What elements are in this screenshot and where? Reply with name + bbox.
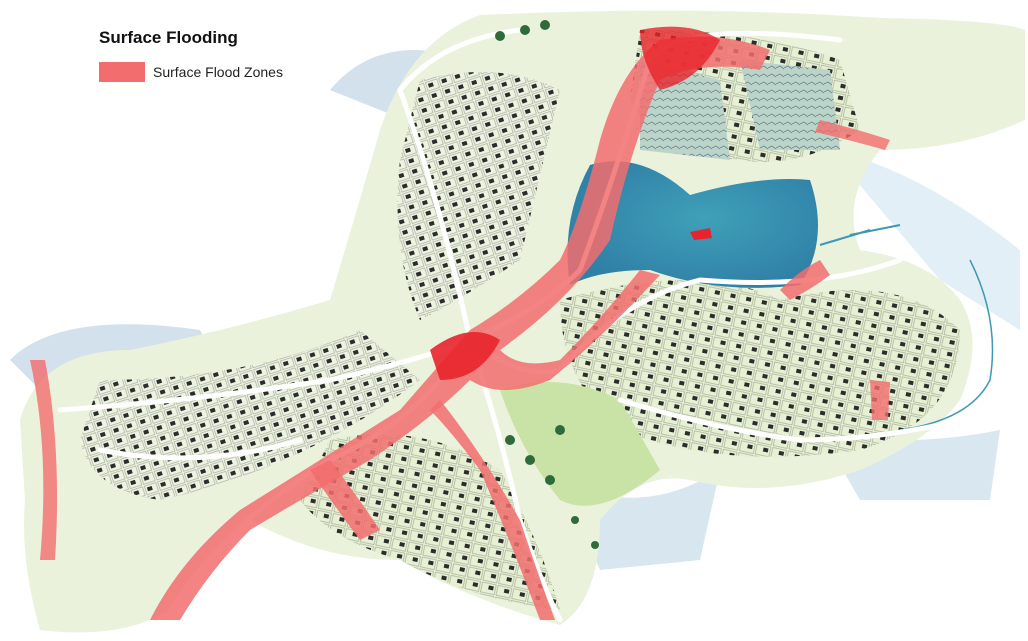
map-legend: Surface Flooding Surface Flood Zones (99, 28, 283, 82)
surface-flood-zones (30, 26, 890, 620)
trees (495, 20, 599, 549)
legend-item-label: Surface Flood Zones (153, 64, 283, 80)
legend-title: Surface Flooding (99, 28, 238, 47)
reservoir (567, 161, 994, 431)
legend-item-surface-flood-zones: Surface Flood Zones (99, 62, 283, 82)
legend-swatch (99, 62, 145, 82)
